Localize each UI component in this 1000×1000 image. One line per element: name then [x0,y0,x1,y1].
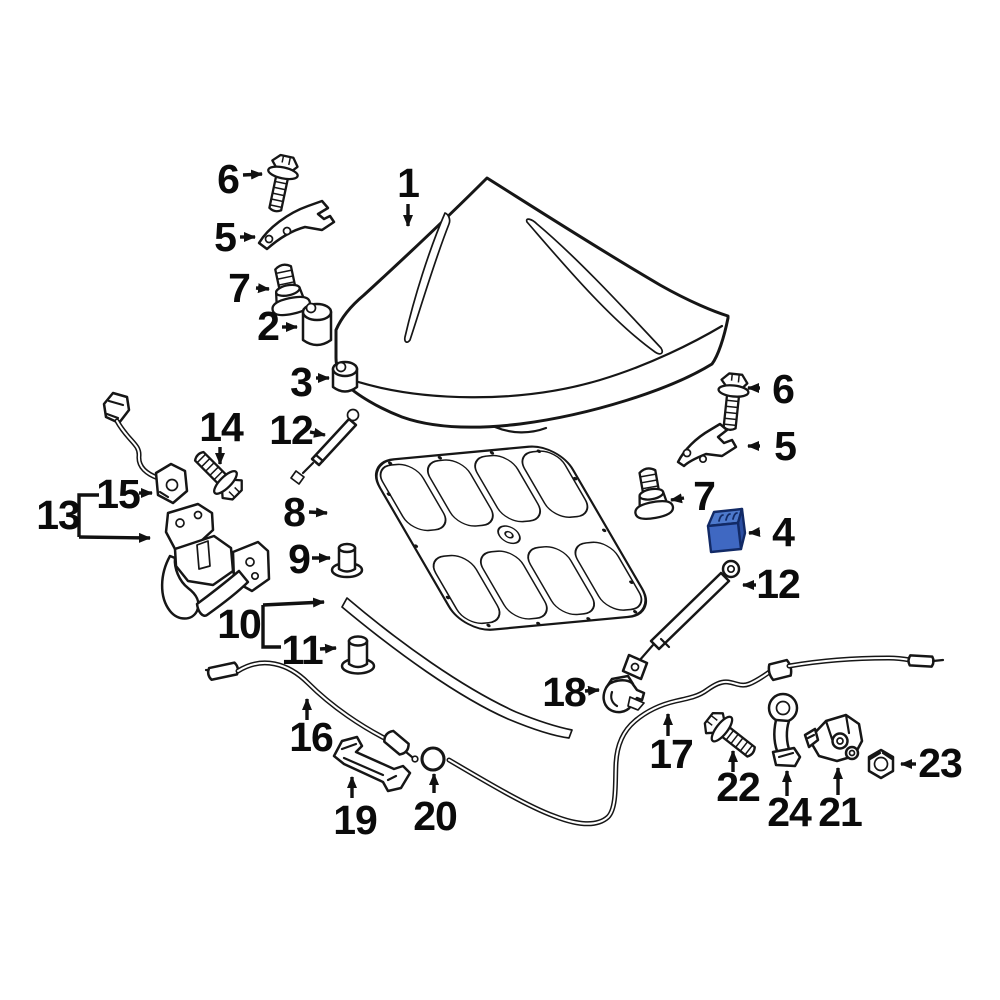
callout-18-label: 18 [542,669,586,715]
callout-23-label: 23 [918,740,962,786]
callout-7r-arrow [670,493,685,504]
callout-labels: 1 6 5 7 2 3 14 12 15 13 8 9 10 11 16 19 … [36,156,963,843]
callout-14-label: 14 [199,404,244,450]
callout-12-arrow [309,427,326,438]
hood-panel [334,176,730,434]
strip-grommet-11 [340,635,376,675]
callout-4-arrow [748,527,761,537]
callout-16-label: 16 [289,714,333,760]
callout-7-label: 7 [228,265,250,311]
stud-bolt-right [627,464,676,523]
lift-strut-left [290,408,360,485]
overslam-bumper-small [331,360,359,393]
hinge-bolt-left [259,151,303,216]
callout-13-arrow [78,532,151,543]
release-cable-rear [446,654,945,827]
callout-21-label: 21 [818,789,862,835]
callout-9-label: 9 [288,536,310,582]
pad-rivets [386,449,638,628]
callout-20-label: 20 [413,793,457,839]
overslam-bumper-large [301,302,333,347]
hood-hinge-left [257,199,336,251]
insulation-pad [374,445,648,631]
callout-8-label: 8 [283,489,305,535]
highlighted-bumper-4 [706,507,747,554]
callout-10-bracket [261,605,281,649]
hood-crease-right [525,218,664,355]
hex-nut-23 [867,748,895,780]
callout-12-label: 12 [269,407,313,453]
callout-19-label: 19 [333,797,377,843]
hood-latch [160,502,271,620]
cable-clip-18 [602,674,646,714]
callout-17-label: 17 [649,731,693,777]
weatherstrip [341,597,573,739]
pad-grommet-9 [330,542,364,579]
hood-front-notch [493,425,548,434]
callout-11-label: 11 [281,627,323,673]
callout-10-arrow [262,597,325,608]
callout-12r-label: 12 [756,561,800,607]
callout-18-arrow [584,685,600,696]
callout-22-label: 22 [716,764,760,810]
cable-ring-20 [420,746,446,772]
callout-5r-label: 5 [774,423,796,469]
release-cable-front [204,660,419,763]
latch-link-24 [767,692,802,768]
callout-arrows [77,169,916,798]
callout-1-label: 1 [397,160,419,206]
callout-3-label: 3 [290,359,312,405]
hinge-bolt-right [713,371,752,433]
callout-6-label: 6 [217,156,239,202]
callout-7r-label: 7 [693,473,715,519]
callout-10-label: 10 [217,601,261,647]
callout-6r-label: 6 [772,366,794,412]
lift-strut-right [621,559,741,681]
callout-4-label: 4 [772,509,795,555]
lower-latch-21 [803,713,864,763]
hood-hinge-right [676,422,738,468]
hood-switch [102,391,189,505]
callout-8-arrow [308,507,328,518]
callout-7-arrow [255,283,270,294]
latch-bolt-14 [186,443,250,507]
callout-5-label: 5 [214,214,236,260]
callout-13-label: 13 [36,492,80,538]
hood-front-edge [350,324,724,399]
callout-6-arrow [242,169,263,180]
callout-11-arrow [319,643,337,654]
callout-24-label: 24 [767,789,812,835]
callout-2-label: 2 [257,303,279,349]
release-handle-19 [332,735,412,793]
hood-crease-left [403,212,451,343]
callout-13-bracket [77,493,99,537]
striker-bolt-22 [698,705,764,767]
callout-15-label: 15 [96,471,140,517]
